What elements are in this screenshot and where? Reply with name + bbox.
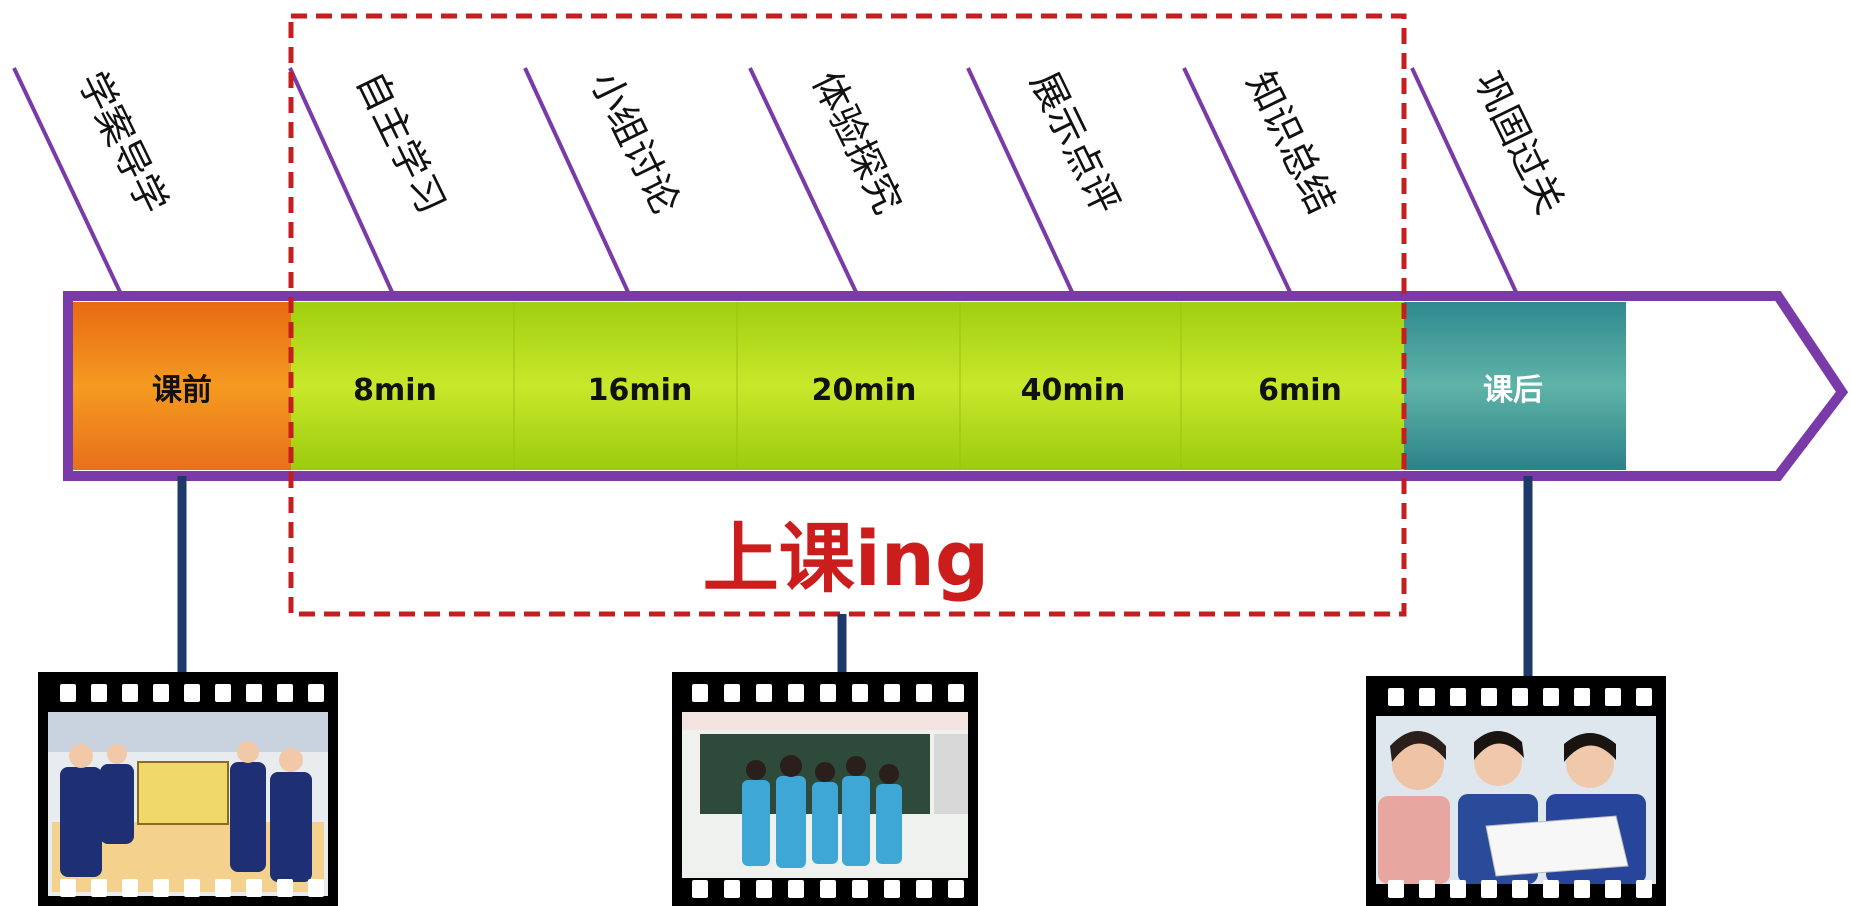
before-class-label: 课前 bbox=[152, 373, 212, 408]
in-class-dashed-box bbox=[288, 13, 1407, 617]
stage-label-text: 展示点评 bbox=[1022, 65, 1128, 221]
stage-label-text: 体验探究 bbox=[804, 65, 910, 221]
stage-label-text: 巩固过关 bbox=[1466, 65, 1572, 221]
stage-label-2: 小组讨论 bbox=[523, 65, 688, 293]
segment-dividers bbox=[513, 302, 1182, 470]
segment-duration: 8min bbox=[353, 373, 437, 408]
in-class-label: 上课ing bbox=[703, 514, 990, 603]
stage-label-5: 知识总结 bbox=[1182, 65, 1344, 293]
stage-label-0: 学案导学 bbox=[12, 65, 176, 293]
film-frame-classroom-blackboard bbox=[672, 672, 978, 906]
stage-label-4: 展示点评 bbox=[966, 65, 1128, 293]
before-class-segment bbox=[73, 302, 291, 470]
stage-label-text: 自主学习 bbox=[348, 65, 454, 221]
segment-duration: 16min bbox=[588, 373, 693, 408]
in-class-segment bbox=[291, 302, 1404, 470]
photo-connectors bbox=[177, 476, 1533, 676]
film-frame-teacher-students-reading bbox=[1366, 676, 1666, 906]
timeline-arrow: 课前 8min 16min 20min 40min 6min 课后 bbox=[63, 291, 1849, 481]
stage-label-text: 小组讨论 bbox=[582, 65, 688, 221]
segment-duration: 20min bbox=[812, 373, 917, 408]
stage-label-1: 自主学习 bbox=[288, 65, 454, 293]
stage-label-text: 知识总结 bbox=[1238, 65, 1344, 221]
stage-labels: 学案导学 自主学习 小组讨论 体验探究 展示点评 知识总结 巩固过关 bbox=[12, 65, 1572, 293]
stage-label-text: 学案导学 bbox=[70, 65, 176, 221]
film-frame-students-presenting bbox=[38, 672, 338, 906]
stage-label-3: 体验探究 bbox=[748, 65, 910, 293]
segment-duration: 6min bbox=[1258, 373, 1342, 408]
after-class-label: 课后 bbox=[1483, 373, 1543, 408]
segment-duration: 40min bbox=[1021, 373, 1126, 408]
stage-label-6: 巩固过关 bbox=[1410, 65, 1572, 293]
after-class-segment bbox=[1404, 302, 1626, 470]
